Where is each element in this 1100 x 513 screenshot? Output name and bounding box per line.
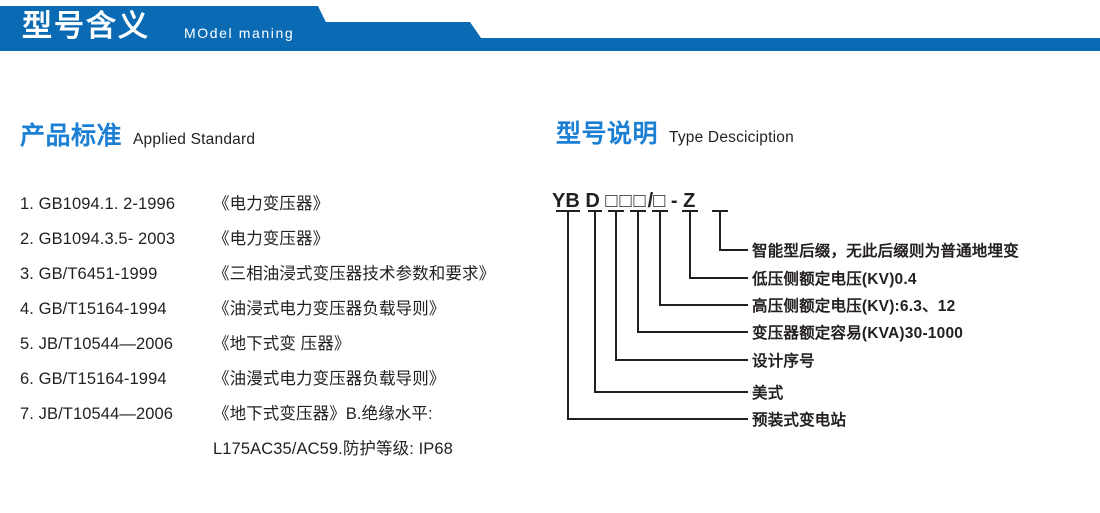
standards-list-item: 1. GB1094.1. 2-1996 《电力变压器》 [20, 190, 550, 225]
standard-name: 《地下式变 压器》 [213, 335, 351, 353]
model-code-second: D [585, 190, 600, 212]
callout-label-list: 智能型后缀，无此后缀则为普通地埋变 低压侧额定电压(KV)0.4 高压侧额定电压… [552, 190, 1092, 435]
standard-code: 7. JB/T10544—2006 [20, 405, 174, 423]
standards-list-item: 5. JB/T10544—2006 《地下式变 压器》 [20, 330, 550, 365]
header-banner: 型号含义 MOdel maning [0, 0, 1100, 56]
standard-name: 《油浸式电力变压器负载导则》 [213, 300, 446, 318]
model-code-string: YB D □□□/□ - Z [552, 190, 695, 212]
standards-list-item: 3. GB/T6451-1999 《三相油浸式变压器技术参数和要求》 [20, 260, 550, 295]
leader-line-hv-voltage [659, 211, 748, 306]
standard-name: 《三相油浸式变压器技术参数和要求》 [213, 265, 496, 283]
standards-list-item: 4. GB/T15164-1994 《油浸式电力变压器负载导则》 [20, 295, 550, 330]
leader-lines [556, 210, 748, 420]
leader-line-american-type [594, 211, 748, 393]
standard-code: 1. GB1094.1. 2-1996 [20, 195, 176, 213]
standard-code: 2. GB1094.3.5- 2003 [20, 230, 176, 248]
model-code-boxes: □□□ [605, 190, 648, 212]
standard-name: 《电力变压器》 [213, 230, 330, 248]
section-heading-applied-standard: 产品标准 Applied Standard [20, 116, 255, 152]
model-code-suffix: Z [683, 190, 696, 212]
section-heading-type-description: 型号说明 Type Desciciption [556, 114, 794, 150]
standard-name: L175AC35/AC59.防护等级: IP68 [213, 440, 453, 458]
callout-label-design-serial: 设计序号 [752, 353, 815, 370]
leader-line-design-serial [615, 211, 748, 361]
section-heading-applied-standard-cn: 产品标准 [20, 122, 123, 150]
leader-line-suffix-z [719, 211, 748, 251]
section-heading-type-description-en: Type Desciciption [669, 129, 794, 146]
standards-list-item: 6. GB/T15164-1994 《油漫式电力变压器负载导则》 [20, 365, 550, 400]
leader-line-prefab-substation [567, 211, 748, 420]
standards-list-item-continuation: L175AC35/AC59.防护等级: IP68 [20, 435, 550, 470]
model-code-box-after-slash: □ [653, 190, 666, 212]
callout-label-prefab-substation: 预装式变电站 [752, 412, 847, 429]
model-code-slash: / [647, 190, 654, 212]
standard-name: 《地下式变压器》B.绝缘水平: [213, 405, 433, 423]
standards-list: 1. GB1094.1. 2-1996 《电力变压器》 2. GB1094.3.… [20, 190, 550, 470]
standard-name: 《油漫式电力变压器负载导则》 [213, 370, 446, 388]
callout-label-suffix-z: 智能型后缀，无此后缀则为普通地埋变 [752, 243, 1019, 260]
section-heading-type-description-cn: 型号说明 [556, 120, 659, 148]
standard-code: 3. GB/T6451-1999 [20, 265, 158, 283]
model-code-diagram: YB D □□□/□ - Z [552, 190, 1092, 435]
model-code-dash: - [670, 190, 678, 212]
standards-list-item: 7. JB/T10544—2006 《地下式变压器》B.绝缘水平: [20, 400, 550, 435]
standard-code: 6. GB/T15164-1994 [20, 370, 167, 388]
section-heading-applied-standard-en: Applied Standard [133, 131, 256, 148]
callout-label-lv-voltage: 低压侧额定电压(KV)0.4 [752, 271, 917, 288]
callout-label-rated-capacity: 变压器额定容易(KVA)30-1000 [752, 325, 964, 342]
standards-list-item: 2. GB1094.3.5- 2003 《电力变压器》 [20, 225, 550, 260]
leader-line-lv-voltage [689, 211, 748, 279]
model-code-prefix: YB [552, 190, 580, 212]
callout-label-american-type: 美式 [752, 385, 784, 402]
banner-title-english: MOdel maning [184, 25, 295, 41]
standard-name: 《电力变压器》 [213, 195, 330, 213]
callout-label-hv-voltage: 高压侧额定电压(KV):6.3、12 [752, 298, 956, 315]
standard-code: 4. GB/T15164-1994 [20, 300, 167, 318]
standard-code: 5. JB/T10544—2006 [20, 335, 174, 353]
header-block-shape [0, 6, 340, 51]
banner-title-chinese: 型号含义 [22, 10, 150, 43]
leader-line-rated-capacity [637, 211, 748, 333]
